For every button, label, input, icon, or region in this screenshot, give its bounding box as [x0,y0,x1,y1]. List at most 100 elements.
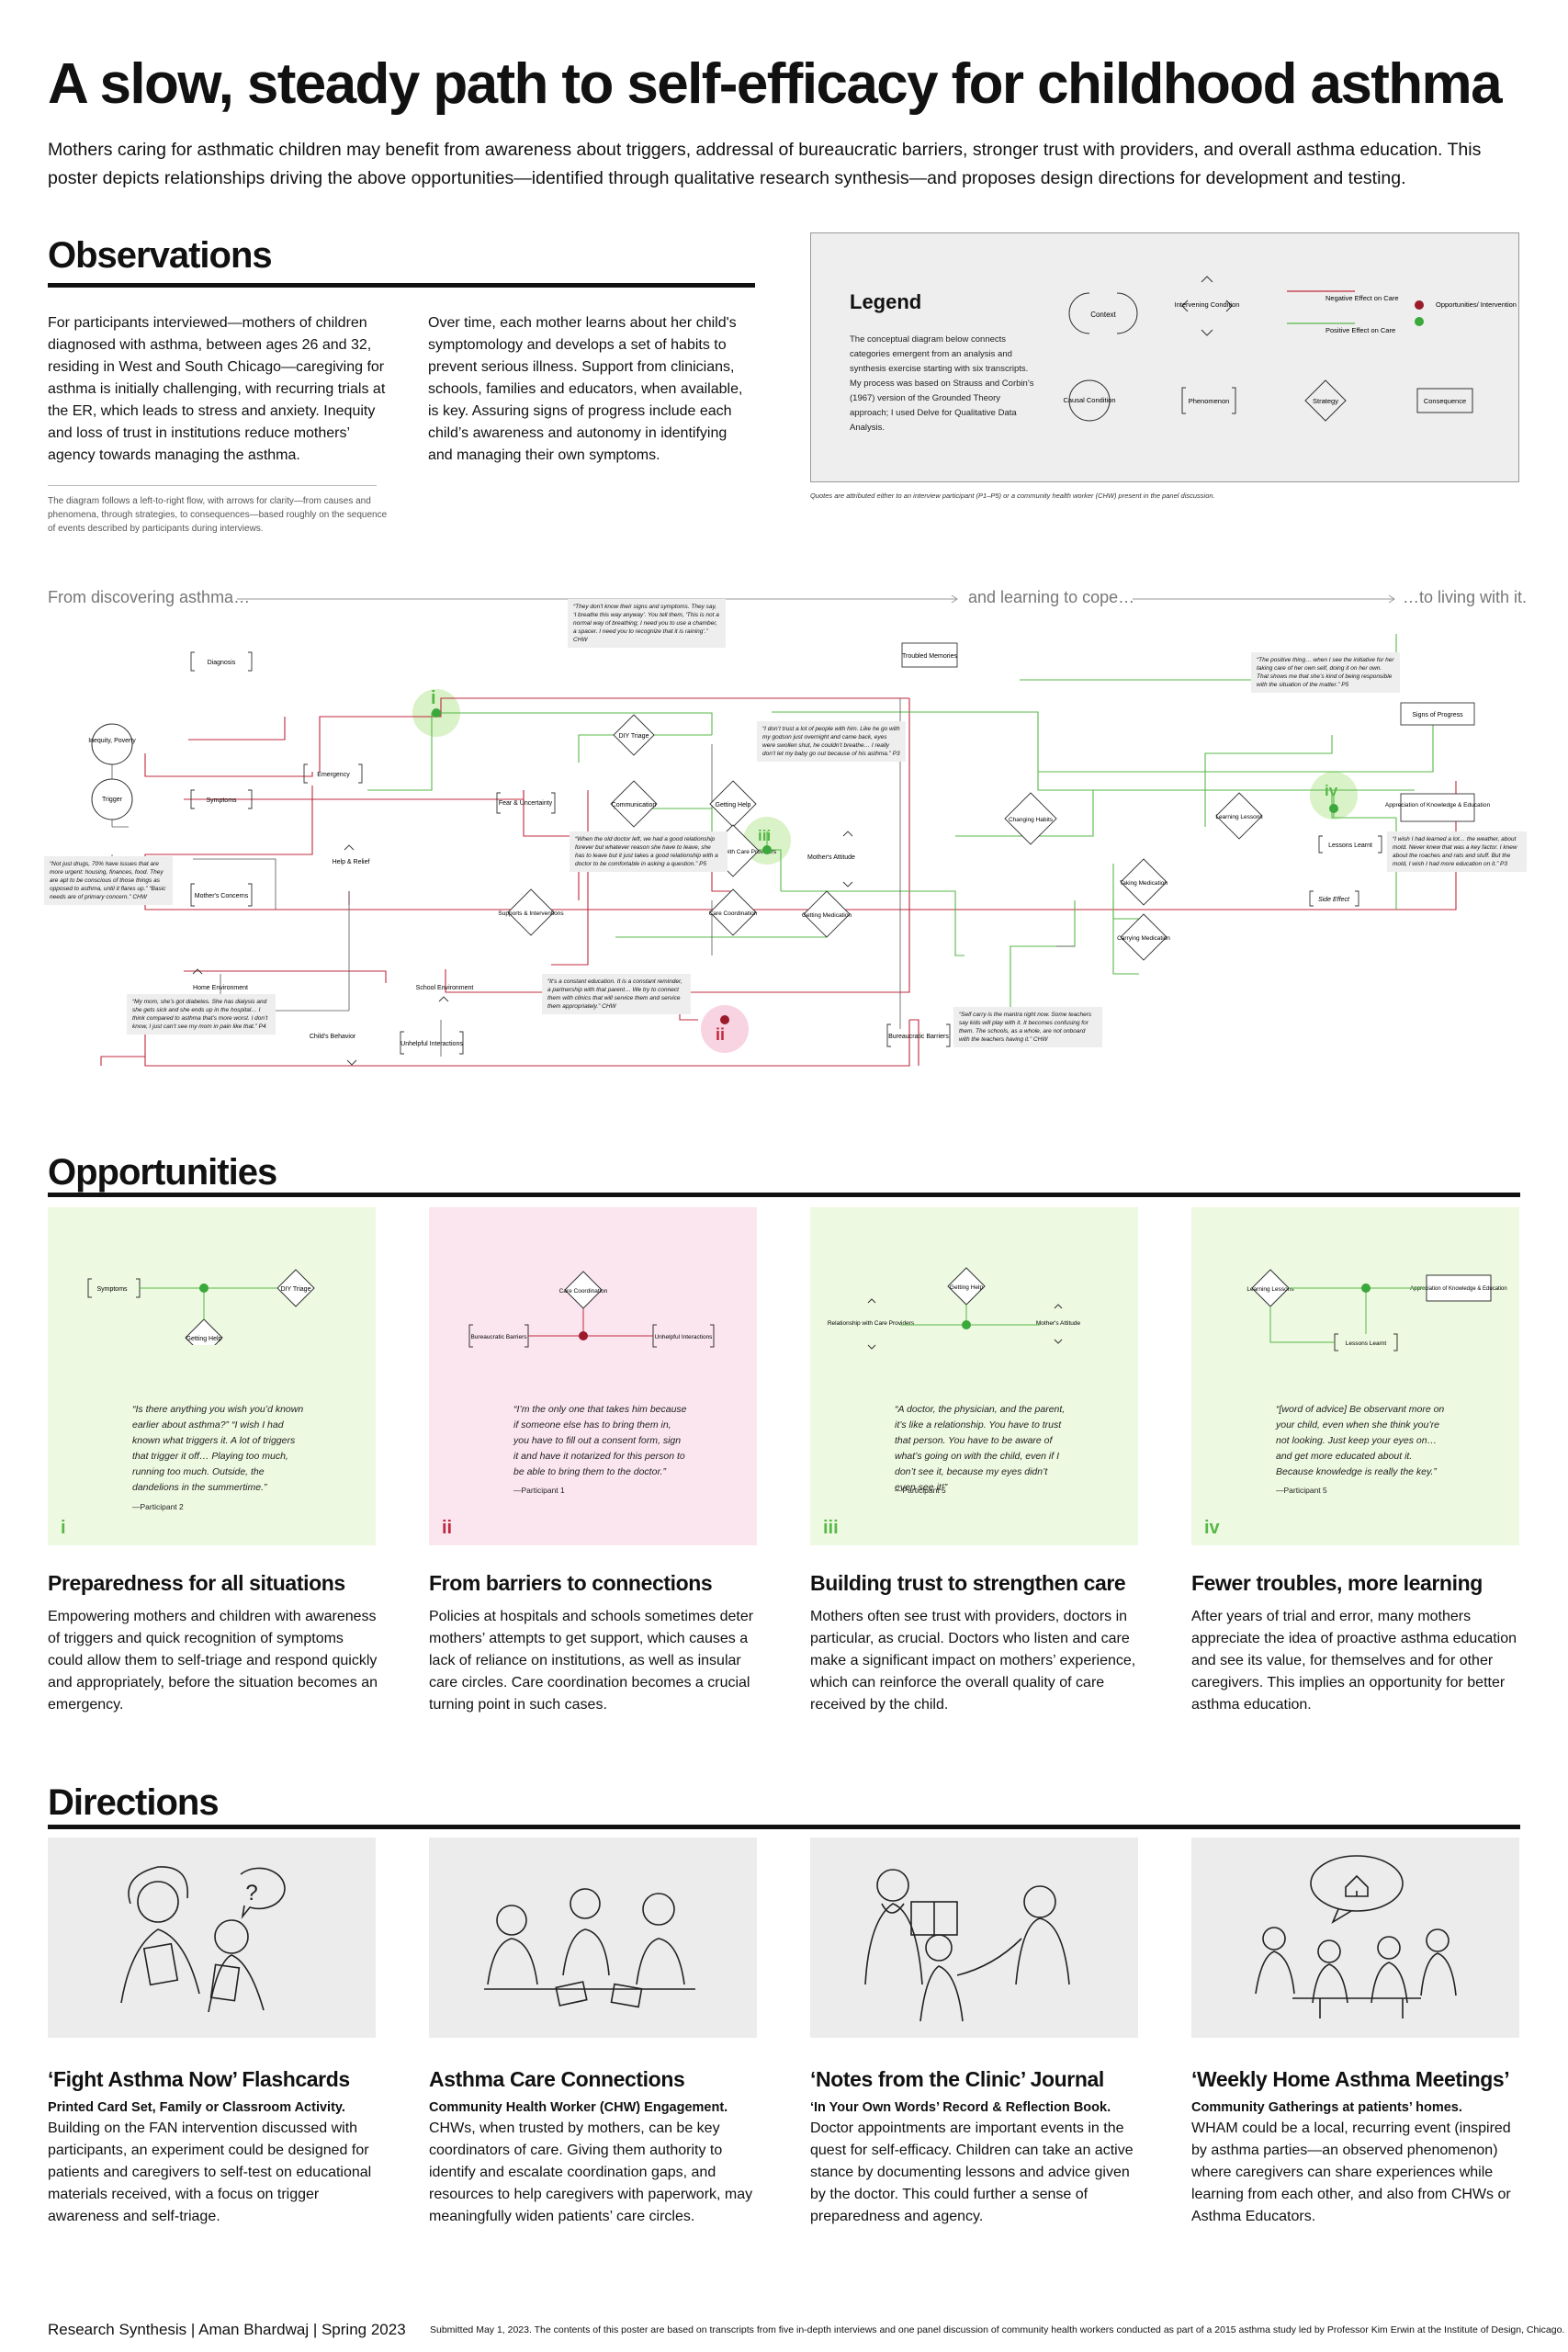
flow-end-label: …to living with it. [1403,588,1528,606]
node-unhelpful: Unhelpful Interactions [400,1041,463,1047]
diagram-quote-positive: “The positive thing… when I see the init… [1251,652,1400,693]
opp-iii-quote: “A doctor, the physician, and the parent… [895,1404,1066,1493]
marker-iii: iii [758,827,771,844]
svg-text:Getting Help: Getting Help [950,1284,984,1291]
svg-text:Lessons Learnt: Lessons Learnt [1346,1340,1387,1347]
opp-i-number: i [61,1518,66,1538]
node-troubled: Troubled Memories [902,653,958,660]
node-diagnosis: Diagnosis [208,660,236,666]
diagram-quote-trust: “I don’t trust a lot of people with him.… [757,721,906,762]
opp-iii-attribution: —Participant 5 [895,1486,946,1495]
node-side-effect: Side Effect [1318,897,1350,903]
direction-3-sub: ‘In Your Own Words’ Record & Reflection … [810,2100,1111,2115]
opp-i-quote: “Is there anything you wish you’d known … [132,1404,304,1493]
node-mothers-attitude: Mother's Attitude [807,854,855,861]
opp-iv-body: After years of trial and error, many mot… [1191,1609,1517,1713]
legend-opportunities-label: Opportunities/ Intervention Points [1436,300,1518,309]
node-diy-triage: DIY Triage [619,733,649,740]
footer-source-note: Submitted May 1, 2023. The contents of t… [430,2324,1565,2335]
diagram-quote-selfcarry: “Self carry is the mantra right now. Som… [953,1007,1102,1047]
opp-iii-number: iii [823,1518,839,1538]
dot-ii [720,1015,729,1024]
node-school-env: School Environment [416,985,474,991]
phenomena-brackets [190,651,1382,1055]
legend-opp-red-dot [1415,300,1424,310]
legend-phenomenon-label: Phenomenon [1189,397,1230,405]
direction-2-body: CHWs, when trusted by mothers, can be ke… [429,2120,753,2224]
node-help-relief: Help & Relief [333,859,370,865]
node-inequity [91,723,133,765]
marker-iv: iv [1325,782,1338,799]
diagram-quote-wish: “I wish I had learned a lot… the weather… [1387,831,1527,872]
legend-context-symbol: Context [1068,292,1138,334]
direction-2-sub: Community Health Worker (CHW) Engagement… [429,2100,728,2115]
flow-arrows [237,594,1395,604]
observations-col2: Over time, each mother learns about her … [428,315,743,463]
node-supports: Supports & Interventions [498,910,564,917]
node-childs-behavior: Child's Behavior [310,1034,356,1040]
note-divider [48,485,377,486]
diagram-note: The diagram follows a left-to-right flow… [48,496,388,534]
legend-heading: Legend [850,290,922,313]
node-symptoms: Symptoms [206,797,237,804]
opp-iii-title: Building trust to strengthen care [810,1571,1126,1595]
opp-iv-diagram: Learning Lessons Appreciation of Knowled… [1247,1269,1507,1351]
node-relationship: Relationship with Care Providers [690,849,777,855]
node-inequity-label: Inequity, Poverty [88,738,136,744]
legend-causal-label: Causal Condition [1063,396,1115,404]
opportunity-card-ii: Care Coordination Bureaucratic Barriers … [429,1207,757,1545]
opp-i-diagram: Symptoms DIY Triage Getting Help [87,1269,315,1345]
legend-causal-symbol [1068,379,1111,422]
opp-iv-number: iv [1204,1518,1220,1538]
direction-4-body: WHAM could be a local, recurring event (… [1191,2120,1511,2224]
legend-positive-label: Positive Effect on Care [1325,326,1395,334]
opp-iv-quote: “[word of advice] Be observant more on y… [1276,1404,1445,1477]
svg-text:Appreciation of Knowledge & Ed: Appreciation of Knowledge & Education [1410,1286,1506,1292]
strategy-diamonds [507,714,1263,961]
opp-ii-diagram: Care Coordination Bureaucratic Barriers … [468,1271,715,1348]
opportunity-card-iii: Getting Help Relationship with Care Prov… [810,1207,1138,1545]
legend-negative-label: Negative Effect on Care [1325,294,1399,302]
opp-i-attribution: —Participant 2 [132,1502,184,1511]
legend-strategy-label: Strategy [1313,397,1338,405]
direction-illustration-journal [810,1838,1138,2038]
intro-paragraph: Mothers caring for asthmatic children ma… [48,140,1482,188]
directions-rule [48,1825,1520,1829]
diagram-quote-drugs: “Not just drugs, 70% have issues that ar… [44,856,173,905]
node-mothers-concerns: Mother's Concerns [195,893,249,899]
node-signs-progress: Signs of Progress [1412,712,1463,718]
direction-illustration-chw [429,1838,757,2038]
opportunities-rule [48,1193,1520,1197]
node-care-coord: Care Coordination [709,910,758,917]
svg-text:Relationship with Care Provide: Relationship with Care Providers [828,1320,915,1327]
direction-4-sub: Community Gatherings at patients’ homes. [1191,2100,1462,2115]
node-appreciation: Appreciation of Knowledge & Education [1385,802,1491,808]
legend-context-label: Context [1090,311,1116,319]
direction-illustration-flashcards: ? [48,1838,376,2038]
marker-i: i [431,688,436,708]
node-changing-habits: Changing Habits [1009,817,1054,823]
opp-ii-number: ii [442,1518,453,1538]
direction-3-title: ‘Notes from the Clinic’ Journal [810,2067,1104,2091]
legend-strategy-symbol [1304,379,1347,422]
svg-text:Getting Help: Getting Help [186,1336,222,1342]
opp-i-title: Preparedness for all situations [48,1571,345,1595]
directions-heading: Directions [48,1782,220,1823]
flow-start-label: From discovering asthma… [48,588,251,606]
node-emergency: Emergency [317,772,350,778]
dot-iv [1329,804,1338,813]
legend-panel: Legend The conceptual diagram below conn… [810,232,1519,482]
opp-ii-title: From barriers to connections [429,1571,713,1595]
observations-heading: Observations [48,235,273,276]
halo-ii [701,1005,749,1053]
opportunity-card-i: Symptoms DIY Triage Getting Help “Is the… [48,1207,376,1545]
legend-quotes-note: Quotes are attributed either to an inter… [810,492,1215,500]
node-getting-med: Getting Medication [802,912,852,919]
node-getting-help: Getting Help [716,802,751,808]
opp-iv-title: Fewer troubles, more learning [1191,1571,1483,1595]
opp-iii-body: Mothers often see trust with providers, … [810,1609,1136,1713]
diagram-quote-mom: “My mom, she’s got diabetes. She has dia… [127,994,276,1035]
node-learning-lessons: Learning Lessons [1215,814,1263,820]
legend-consequence-label: Consequence [1424,397,1466,405]
diagram-quote-constant: “It’s a constant education. It is a cons… [542,974,691,1014]
